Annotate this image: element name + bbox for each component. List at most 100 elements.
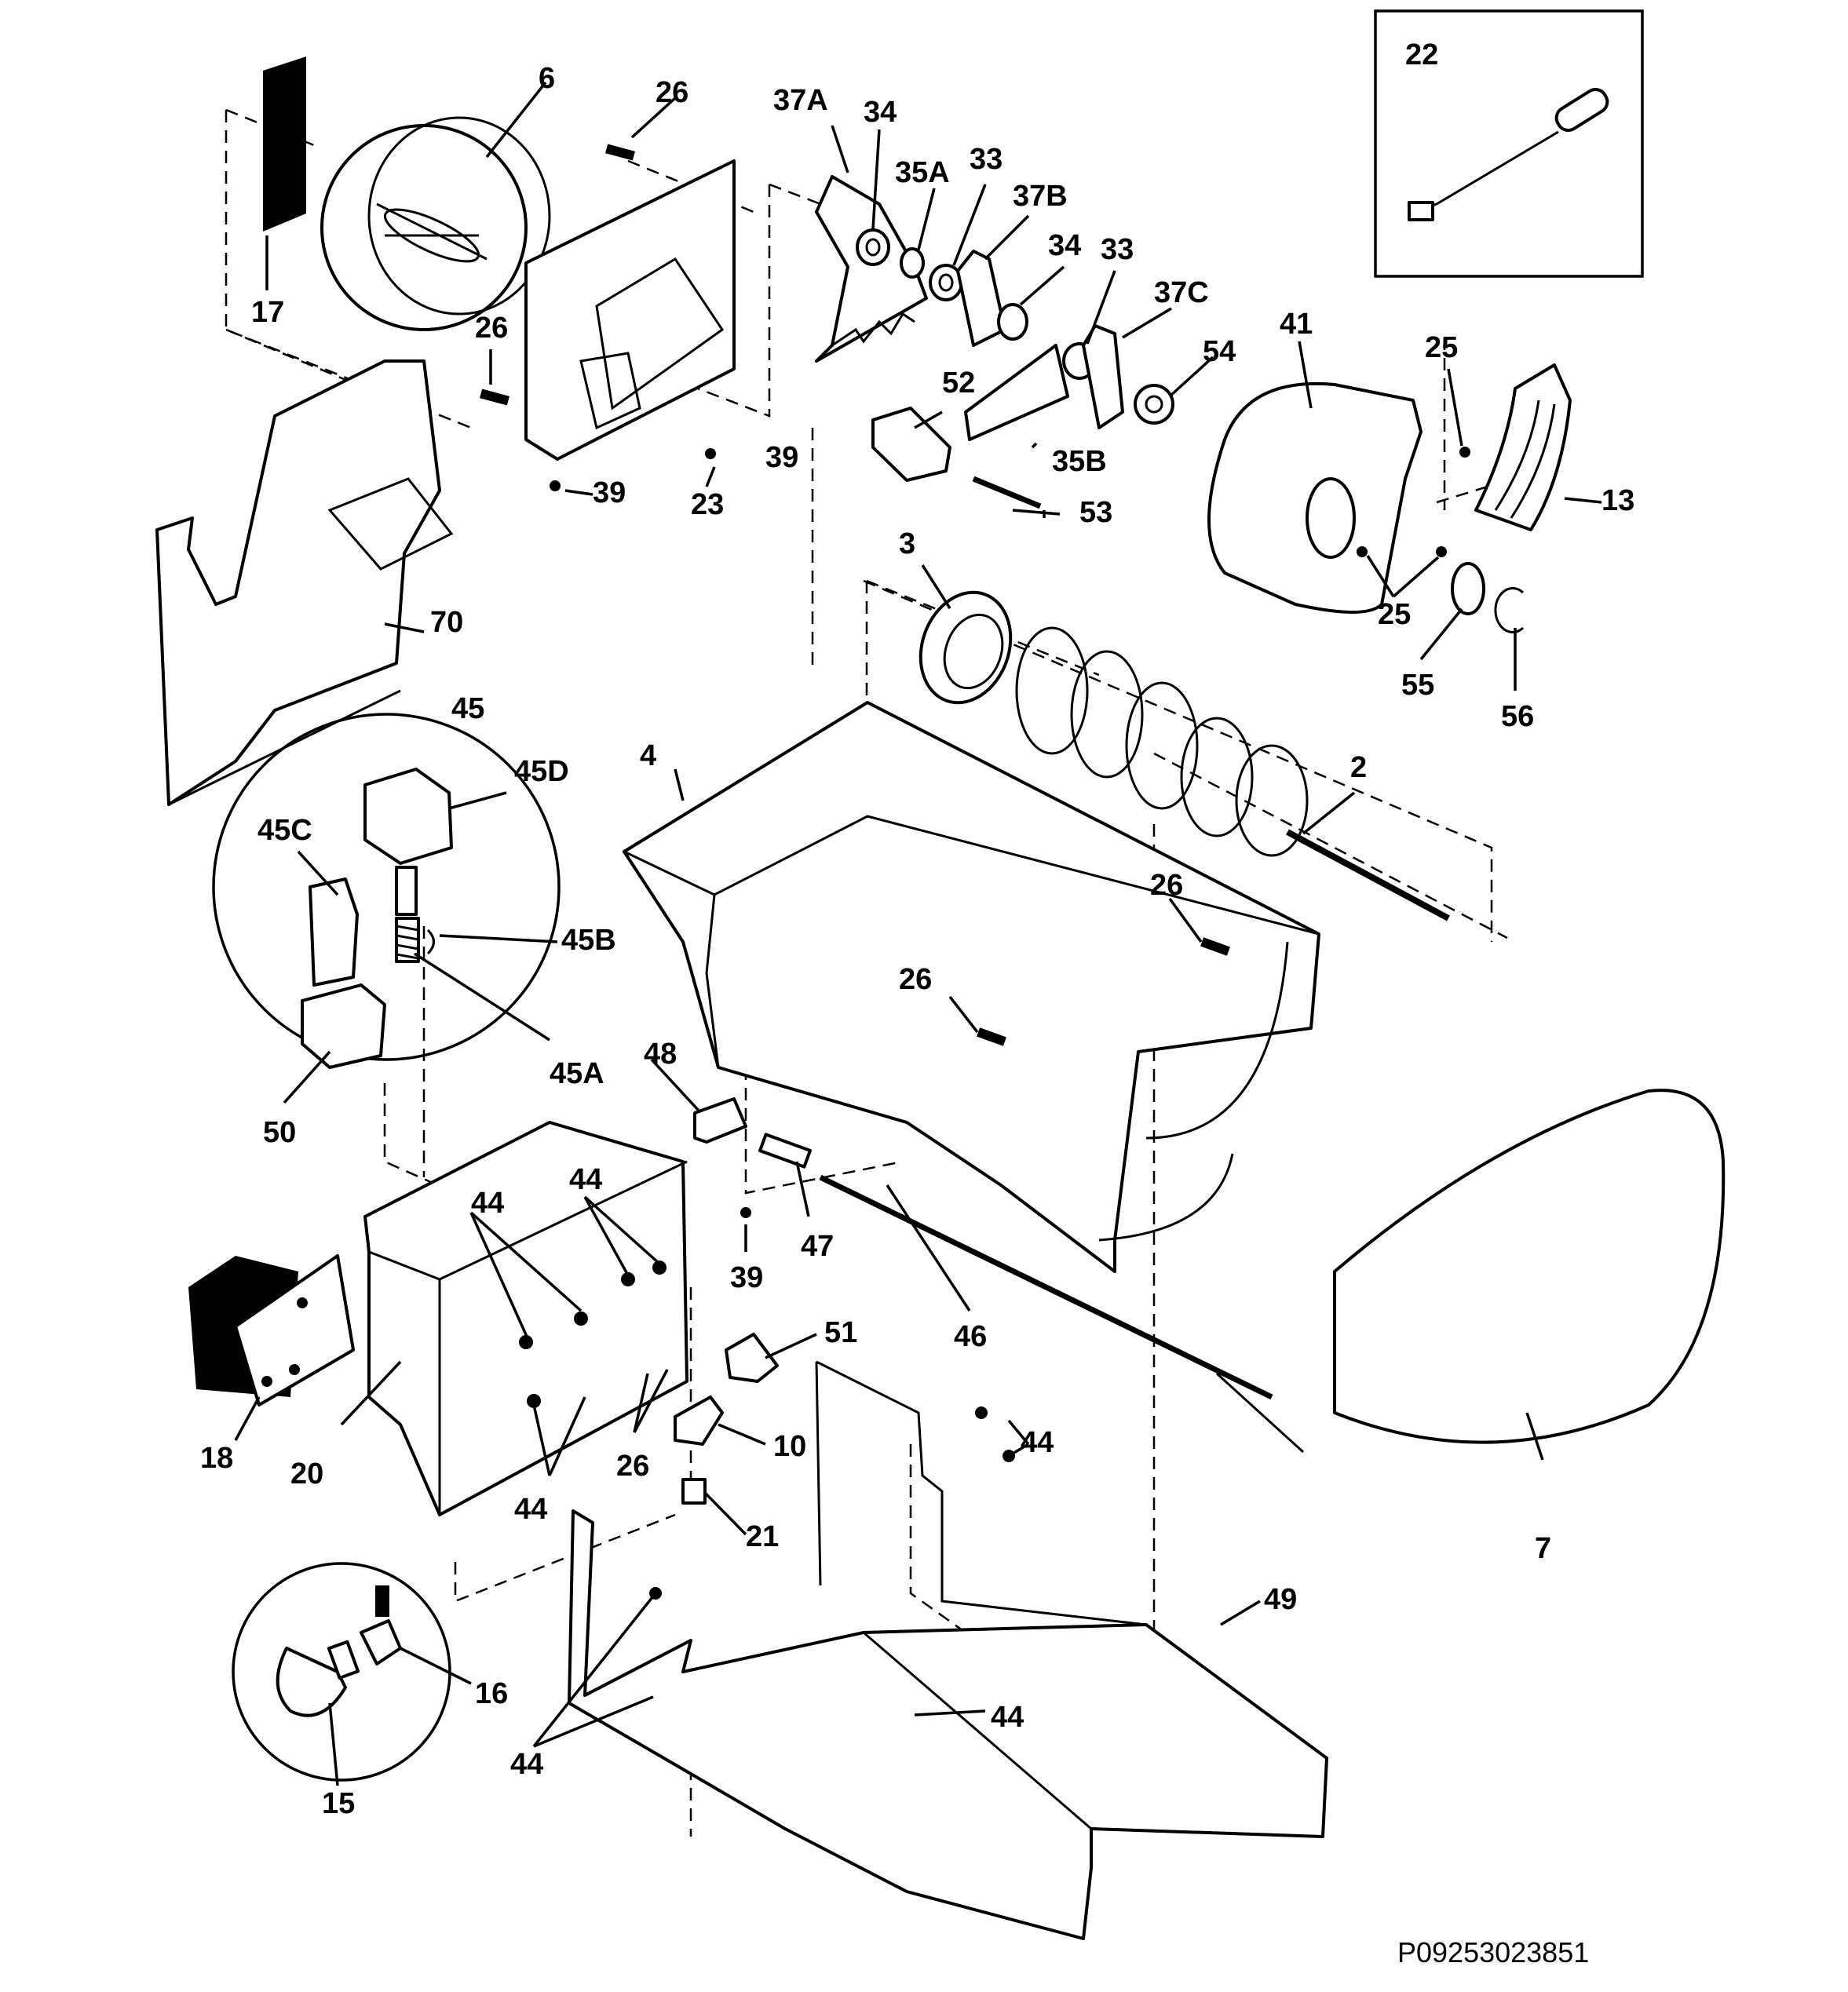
label-16: 16 bbox=[475, 1677, 508, 1710]
part-20-housing-box bbox=[363, 1121, 688, 1516]
label-44-housing-bottom: 44 bbox=[514, 1493, 547, 1526]
part-2-auger-spring bbox=[1015, 626, 1450, 921]
part-41-housing bbox=[1207, 381, 1423, 614]
label-45C: 45C bbox=[257, 814, 312, 847]
label-39-bottom: 39 bbox=[730, 1261, 763, 1294]
part-47-spring bbox=[758, 1133, 812, 1169]
label-55: 55 bbox=[1401, 669, 1434, 702]
label-34-a: 34 bbox=[864, 96, 897, 129]
label-49: 49 bbox=[1264, 1583, 1297, 1616]
label-44-bottom-right: 44 bbox=[991, 1701, 1024, 1734]
part-51-connector bbox=[725, 1333, 779, 1383]
part-70-frame bbox=[155, 359, 454, 806]
label-50: 50 bbox=[263, 1116, 296, 1149]
label-26-left: 26 bbox=[475, 312, 508, 345]
label-35A: 35A bbox=[895, 156, 950, 189]
label-44-panel: 44 bbox=[1021, 1426, 1054, 1459]
label-39-left: 39 bbox=[593, 476, 626, 509]
label-23: 23 bbox=[691, 488, 724, 521]
part-16-socket bbox=[360, 1585, 402, 1665]
label-17: 17 bbox=[251, 296, 284, 329]
label-4: 4 bbox=[640, 739, 656, 772]
label-45A: 45A bbox=[550, 1057, 604, 1090]
label-46: 46 bbox=[954, 1320, 987, 1353]
inset-15-16-circle bbox=[232, 1562, 451, 1782]
label-53: 53 bbox=[1079, 496, 1112, 529]
label-6: 6 bbox=[539, 62, 555, 95]
inset-box-22: 22 bbox=[1374, 9, 1644, 278]
label-51: 51 bbox=[824, 1316, 857, 1349]
inset-45-circle bbox=[212, 713, 561, 1069]
label-26-top: 26 bbox=[656, 76, 688, 109]
part-25-screws bbox=[1357, 447, 1470, 557]
part-6-drum bbox=[320, 116, 551, 331]
label-44-housing-right: 44 bbox=[569, 1163, 602, 1196]
label-26-bucket-left: 26 bbox=[899, 963, 932, 996]
part-34a-spacer bbox=[856, 228, 890, 266]
part-48-tab bbox=[693, 1097, 747, 1144]
part-50-bracket bbox=[301, 983, 386, 1069]
part-18-motor bbox=[188, 1254, 355, 1406]
leader-lines bbox=[234, 81, 1602, 1786]
label-41: 41 bbox=[1280, 308, 1313, 341]
label-10: 10 bbox=[773, 1430, 806, 1463]
part-54-bushing bbox=[1134, 384, 1174, 425]
callout-labels: 6 26 17 26 39 39 23 37A 34 35A 33 37B 34… bbox=[200, 62, 1634, 1820]
part-17-pad bbox=[263, 57, 306, 232]
label-15: 15 bbox=[322, 1787, 355, 1820]
part-49-bottom-bracket bbox=[568, 1360, 1328, 1940]
part-45C-bracket bbox=[309, 877, 359, 987]
label-48: 48 bbox=[644, 1038, 677, 1071]
label-2: 2 bbox=[1350, 751, 1367, 784]
label-25-top: 25 bbox=[1425, 331, 1458, 364]
part-4-ice-bucket bbox=[623, 701, 1320, 1273]
part-45B-clip bbox=[426, 929, 435, 955]
label-25-bottom: 25 bbox=[1378, 598, 1411, 631]
label-44-housing-left: 44 bbox=[471, 1187, 504, 1220]
label-34-b: 34 bbox=[1048, 229, 1081, 262]
label-37A: 37A bbox=[773, 84, 828, 117]
label-33-b: 33 bbox=[1101, 233, 1134, 266]
part-35A-washer bbox=[900, 247, 925, 279]
label-33-a: 33 bbox=[970, 143, 1003, 176]
label-37B: 37B bbox=[1013, 180, 1068, 213]
part-33a-ring bbox=[929, 264, 963, 301]
label-20: 20 bbox=[290, 1458, 323, 1490]
part-7-cover bbox=[1333, 1089, 1726, 1444]
part-23-plate bbox=[524, 159, 736, 461]
label-47: 47 bbox=[801, 1230, 834, 1263]
label-21: 21 bbox=[746, 1520, 779, 1553]
label-37C: 37C bbox=[1154, 276, 1209, 309]
label-35B: 35B bbox=[1052, 445, 1107, 478]
label-39-right: 39 bbox=[765, 441, 798, 474]
label-7: 7 bbox=[1535, 1532, 1551, 1565]
label-45D: 45D bbox=[514, 755, 569, 788]
drawing-code: P09253023851 bbox=[1397, 1936, 1589, 1968]
part-34b-spacer bbox=[997, 303, 1028, 341]
label-26-bucket-right: 26 bbox=[1150, 869, 1183, 902]
part-37B-comb bbox=[956, 250, 1006, 347]
part-55-ring bbox=[1451, 562, 1485, 615]
part-46-rod bbox=[819, 1174, 1305, 1454]
label-70: 70 bbox=[430, 606, 463, 639]
inset-22-label: 22 bbox=[1405, 38, 1438, 71]
part-22-wire-harness bbox=[1408, 88, 1609, 221]
label-26-housing: 26 bbox=[616, 1450, 649, 1483]
part-26-screws bbox=[480, 144, 1230, 1046]
part-3-gear bbox=[919, 590, 1013, 705]
part-15-bulb bbox=[276, 1640, 360, 1717]
part-37A-comb bbox=[815, 175, 928, 363]
part-35B-comb bbox=[964, 344, 1069, 441]
label-13: 13 bbox=[1601, 484, 1634, 517]
label-45: 45 bbox=[451, 692, 484, 725]
part-45D-switch bbox=[363, 768, 453, 916]
part-52-block bbox=[871, 407, 951, 482]
part-39-screws bbox=[550, 448, 751, 1218]
label-44-bottom-left: 44 bbox=[510, 1748, 543, 1781]
part-10-latch bbox=[674, 1395, 724, 1446]
part-53-pin bbox=[972, 476, 1042, 509]
label-45B: 45B bbox=[561, 924, 616, 957]
part-13-bracket bbox=[1474, 363, 1572, 531]
label-3: 3 bbox=[899, 527, 915, 560]
